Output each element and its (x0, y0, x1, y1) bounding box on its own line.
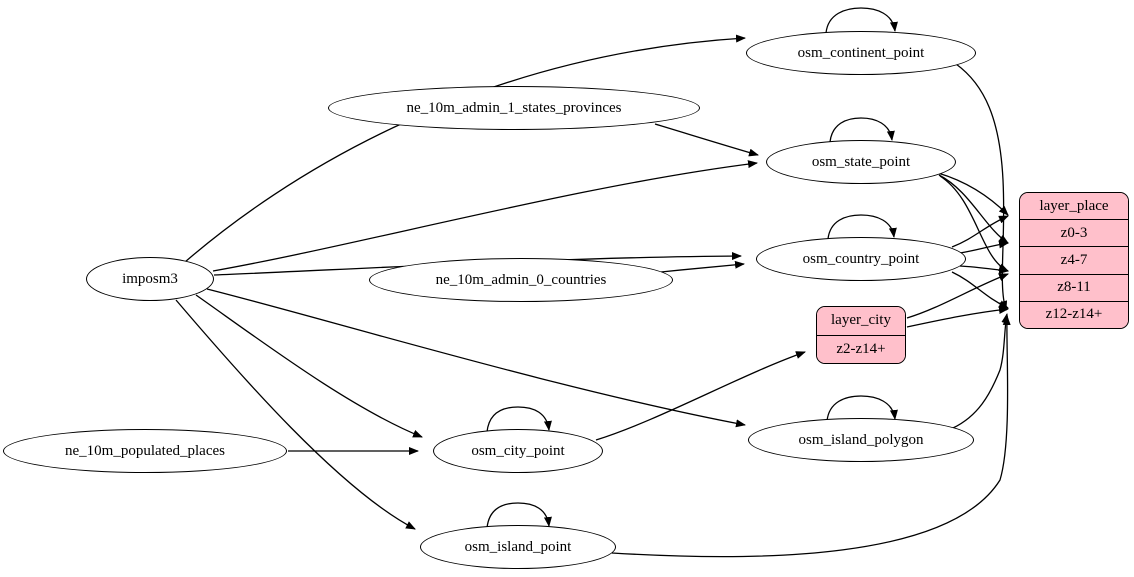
node-label: osm_country_point (802, 250, 920, 267)
node-osm-country-point[interactable]: osm_country_point (756, 237, 966, 281)
node-ne-10m-populated-places[interactable]: ne_10m_populated_places (3, 429, 287, 473)
record-row-layer-place-title[interactable]: layer_place (1020, 193, 1128, 221)
node-osm-state-point[interactable]: osm_state_point (766, 140, 956, 184)
node-ne-10m-admin-0-countries[interactable]: ne_10m_admin_0_countries (369, 258, 673, 302)
node-label: osm_continent_point (797, 44, 925, 61)
edge-imposm3-to-osm-island-polygon (206, 288, 746, 428)
edge-imposm3-to-osm-city-point (195, 294, 423, 438)
edges-group (175, 7, 1011, 558)
edge-osm-state-point-to-layer-place-z0-3 (937, 172, 1009, 216)
edge-selfloop-osm-state-point (829, 117, 895, 143)
edge-imposm3-to-osm-island-point (175, 299, 416, 530)
node-layer-place[interactable]: layer_place z0-3 z4-7 z8-11 z12-z14+ (1019, 192, 1129, 329)
node-osm-city-point[interactable]: osm_city_point (433, 429, 603, 473)
record-row-layer-place-z12-z14[interactable]: z12-z14+ (1020, 301, 1128, 328)
node-imposm3[interactable]: imposm3 (86, 257, 214, 301)
edge-osm-country-point-to-layer-place-z4-7 (959, 240, 1009, 254)
edge-osm-island-point-to-layer-place-z12-long (611, 315, 1011, 558)
record-row-layer-city-z2-z14[interactable]: z2-z14+ (817, 335, 905, 363)
node-label: ne_10m_admin_0_countries (435, 271, 607, 288)
edge-layer-city-to-layer-place-z8-11 (906, 273, 1009, 319)
record-row-layer-place-z8-11[interactable]: z8-11 (1020, 274, 1128, 302)
edge-osm-island-polygon-to-layer-place-z12 (952, 313, 1010, 429)
edge-osm-country-point-to-layer-place-z0-3 (951, 215, 1009, 248)
edge-imposm3-to-osm-state-point (212, 160, 758, 272)
edge-layer-city-to-layer-place-z12 (906, 306, 1009, 328)
edge-selfloop-osm-island-point (486, 502, 552, 529)
edge-selfloop-osm-country-point (827, 214, 897, 240)
node-label: ne_10m_admin_1_states_provinces (406, 99, 622, 116)
edge-selfloop-osm-city-point (486, 406, 552, 433)
node-layer-city[interactable]: layer_city z2-z14+ (816, 306, 906, 364)
node-osm-continent-point[interactable]: osm_continent_point (746, 31, 976, 75)
node-label: osm_island_point (464, 538, 572, 555)
edge-imposm3-to-osm-continent-point (184, 34, 746, 263)
node-label: osm_city_point (471, 442, 565, 459)
edge-ne-states-to-osm-state-point (654, 123, 759, 157)
node-label: osm_state_point (811, 153, 911, 170)
edge-osm-city-point-to-layer-city-z2 (595, 351, 806, 441)
node-label: imposm3 (122, 270, 178, 287)
edge-selfloop-osm-island-polygon (826, 395, 898, 422)
edge-osm-continent-point-to-layer-place-z12 (955, 63, 1008, 311)
node-ne-10m-admin-1-states-provinces[interactable]: ne_10m_admin_1_states_provinces (328, 86, 700, 130)
edge-osm-state-point-to-layer-place-z4-7 (938, 174, 1009, 244)
edge-osm-country-point-to-layer-place-z12 (951, 271, 1009, 309)
edge-osm-country-point-to-layer-place-z8-11 (959, 265, 1009, 274)
node-osm-island-polygon[interactable]: osm_island_polygon (748, 418, 974, 462)
node-osm-island-point[interactable]: osm_island_point (420, 525, 616, 569)
edge-ne-countries-to-osm-country-point (660, 260, 745, 273)
edge-selfloop-osm-continent-point (825, 7, 898, 34)
node-label: ne_10m_populated_places (65, 442, 225, 459)
node-label: osm_island_polygon (798, 431, 924, 448)
record-row-layer-city-title[interactable]: layer_city (817, 307, 905, 336)
record-row-layer-place-z0-3[interactable]: z0-3 (1020, 220, 1128, 248)
edge-osm-state-point-to-layer-place-z8-11 (939, 175, 1009, 272)
record-row-layer-place-z4-7[interactable]: z4-7 (1020, 247, 1128, 275)
